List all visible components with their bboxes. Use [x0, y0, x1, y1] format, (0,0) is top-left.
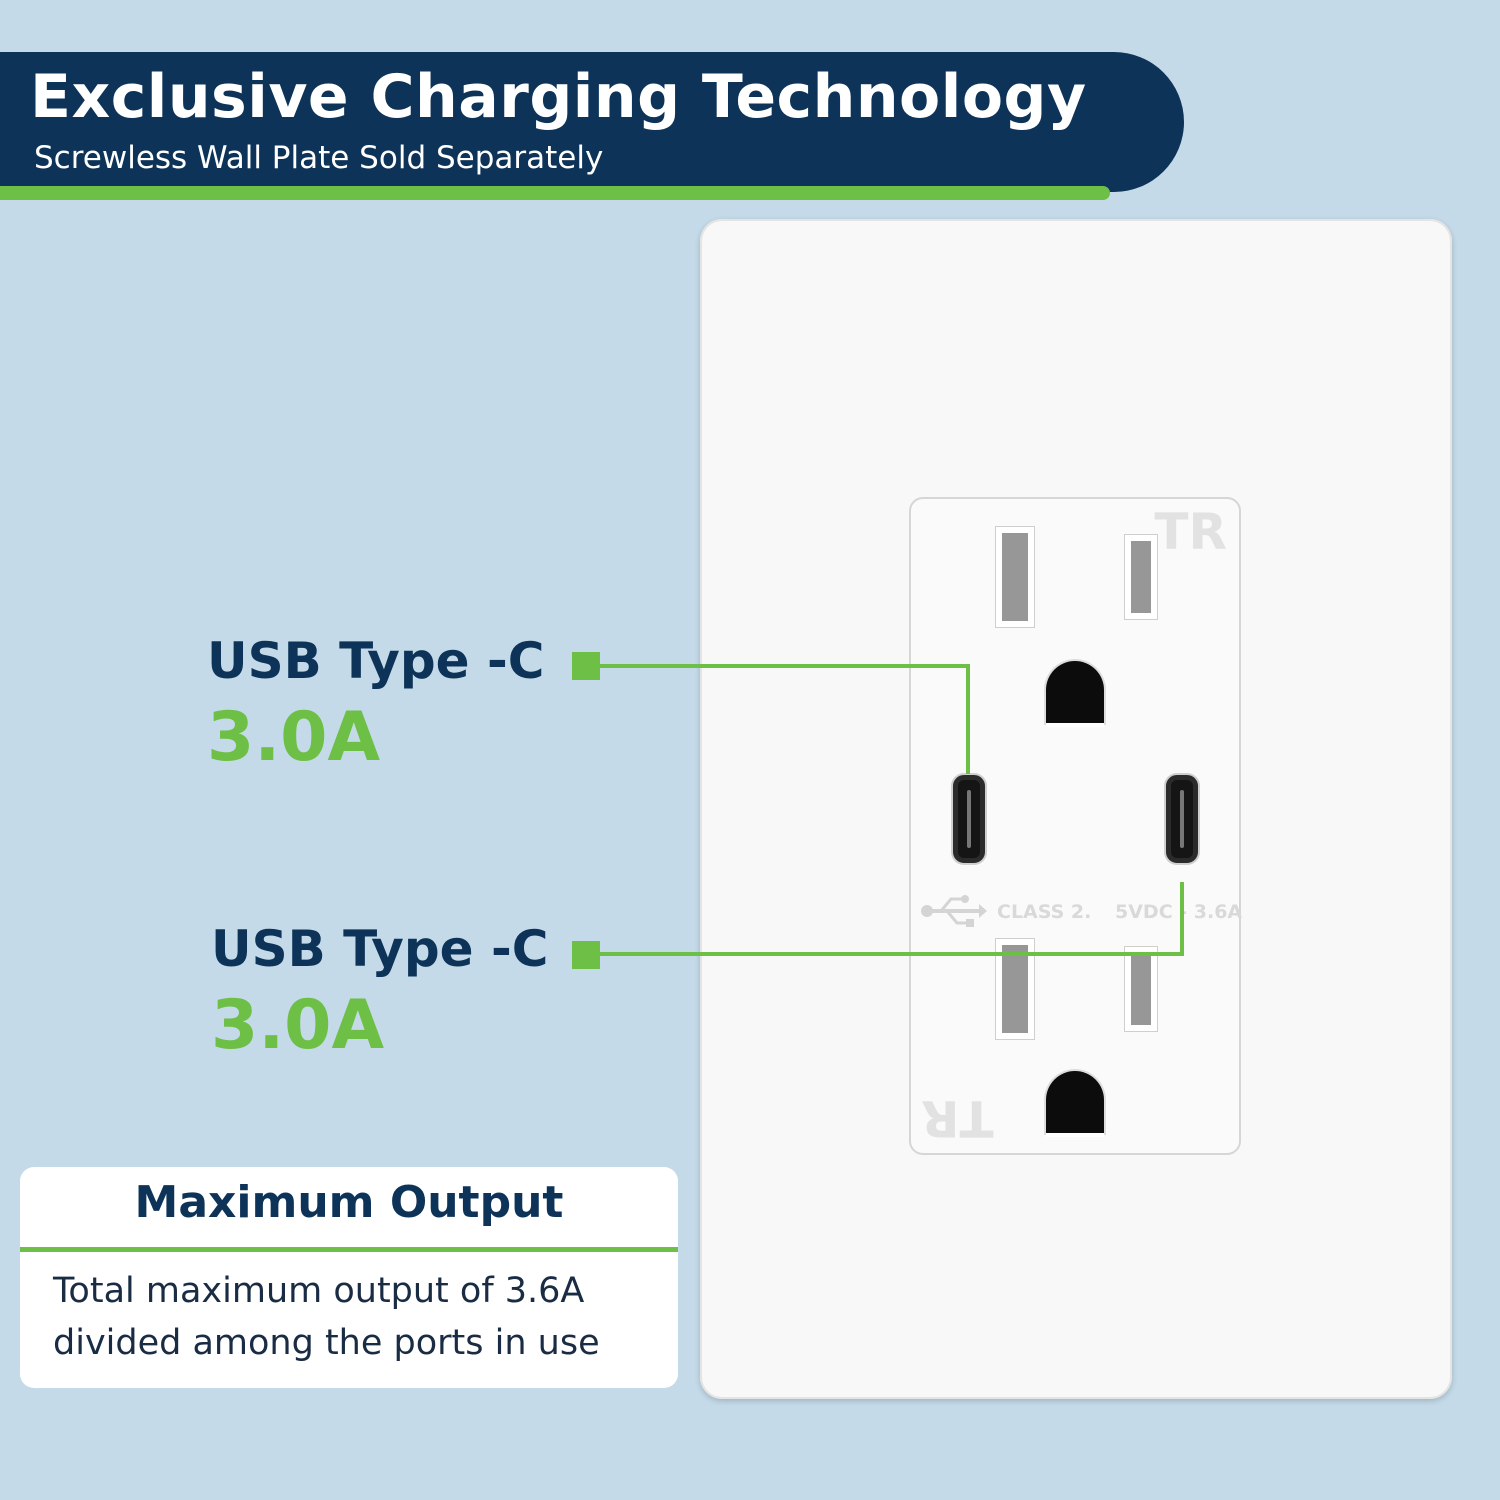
- usb-c-port-right[interactable]: [1166, 775, 1198, 863]
- outlet-bottom-hot-slot: [1125, 947, 1157, 1031]
- outlet-bottom-ground-hole: [1046, 1071, 1104, 1133]
- max-output-card: Maximum Output Total maximum output of 3…: [20, 1167, 678, 1388]
- callout-2-marker: [572, 941, 600, 969]
- max-output-title: Maximum Output: [134, 1177, 564, 1228]
- callout-1-line-horizontal: [596, 664, 970, 668]
- banner-accent-stripe: [0, 186, 1110, 200]
- callout-1-label: USB Type -C: [207, 632, 545, 690]
- tr-marking-top: TR: [1154, 503, 1227, 561]
- callout-1-value: 3.0A: [207, 698, 381, 777]
- outlet-top-hot-slot: [1125, 535, 1157, 619]
- header-banner: [0, 52, 1184, 192]
- class-2-marking: CLASS 2.: [997, 901, 1092, 923]
- outlet-top-ground-hole: [1046, 661, 1104, 723]
- page-subtitle: Screwless Wall Plate Sold Separately: [34, 140, 604, 176]
- usb-c-port-left[interactable]: [953, 775, 985, 863]
- callout-2-label: USB Type -C: [211, 920, 549, 978]
- usb-trident-icon: [921, 895, 987, 927]
- callout-2-line-vertical: [1180, 882, 1184, 956]
- callout-1-line-vertical: [966, 664, 970, 774]
- max-output-description: Total maximum output of 3.6A divided amo…: [53, 1271, 600, 1363]
- page-title: Exclusive Charging Technology: [30, 62, 1087, 132]
- callout-2-value: 3.0A: [211, 986, 385, 1065]
- callout-2-line-horizontal: [596, 952, 1184, 956]
- rating-marking: 5VDC - 3.6A: [1115, 901, 1243, 923]
- outlet-face: TR CLASS 2. 5VDC - 3.6A TR: [909, 497, 1243, 1155]
- tr-marking-bottom: TR: [921, 1089, 994, 1147]
- max-output-divider: [20, 1247, 678, 1252]
- callout-1-marker: [572, 652, 600, 680]
- outlet-top-neutral-slot: [996, 527, 1034, 627]
